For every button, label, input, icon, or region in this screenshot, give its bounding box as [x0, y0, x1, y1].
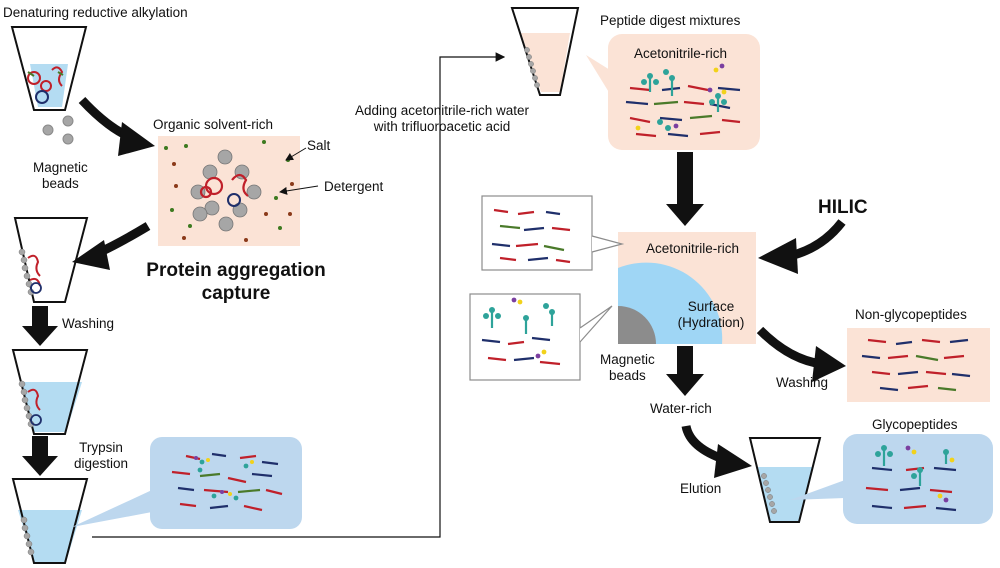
- non-glycopeptides-label: Non-glycopeptides: [855, 307, 967, 322]
- adding-line2: with trifluoroacetic acid: [373, 119, 511, 134]
- glycopeptides-label: Glycopeptides: [872, 417, 958, 432]
- surface-label: Surface (Hydration): [666, 299, 756, 331]
- glycopeptide-bubble: [790, 434, 993, 524]
- surface-line2: (Hydration): [677, 315, 745, 330]
- tube-2: [13, 217, 89, 303]
- transfer-arrow: [92, 52, 506, 538]
- down-arrow-trypsin: [22, 436, 58, 476]
- down-arrow-to-water: [666, 346, 704, 396]
- salt-pointer: [285, 147, 307, 161]
- magnetic-beads-left-label: Magnetic beads: [33, 160, 88, 191]
- hilic-label: HILIC: [818, 197, 868, 218]
- elution-tube: [748, 437, 822, 523]
- callout-peptides: [481, 195, 625, 271]
- trypsin-line1: Trypsin: [79, 440, 123, 455]
- magnetic-beads-right-label: Magnetic beads: [600, 352, 655, 383]
- elution-arrow: [681, 424, 752, 478]
- down-arrow-washing: [22, 306, 58, 346]
- surface-line1: Surface: [687, 299, 735, 314]
- adding-label: Adding acetonitrile-rich water with trif…: [342, 103, 542, 135]
- protein-capture-line1: Protein aggregation: [146, 260, 326, 281]
- callout-glycopeptides: [469, 293, 613, 381]
- elution-label: Elution: [680, 481, 722, 496]
- acetonitrile-rich-top-label: Acetonitrile-rich: [634, 46, 728, 61]
- hilic-arrow: [758, 219, 846, 274]
- peptide-bubble: [586, 34, 760, 150]
- tube-3: [11, 349, 89, 435]
- hilic-box: [618, 232, 756, 344]
- non-glycopeptide-box: [847, 328, 990, 402]
- protein-coils: [27, 66, 64, 92]
- tube-4: [11, 478, 89, 564]
- curved-arrow-to-tube-2: [72, 222, 151, 270]
- organic-solvent-label: Organic solvent-rich: [153, 117, 274, 132]
- salt-label: Salt: [307, 138, 331, 153]
- digest-bubble: [72, 437, 302, 529]
- curved-arrow-to-aggregation: [78, 96, 155, 156]
- protein-capture-line2: capture: [201, 283, 271, 304]
- peptide-tube: [510, 7, 580, 96]
- adding-line1: Adding acetonitrile-rich water: [354, 103, 530, 118]
- down-arrow-to-hilic: [666, 152, 704, 226]
- acetonitrile-rich-mid-label: Acetonitrile-rich: [646, 241, 740, 256]
- tube-1: [10, 26, 88, 111]
- denaturing-label: Denaturing reductive alkylation: [3, 5, 188, 20]
- peptide-digest-label: Peptide digest mixtures: [600, 13, 741, 28]
- washing-arrow-right: [756, 326, 846, 382]
- detergent-pointer: [279, 185, 319, 195]
- protein-aggregation-title: Protein aggregation capture: [126, 259, 346, 305]
- aggregation-box: [158, 136, 300, 246]
- washing-left-label: Washing: [62, 316, 115, 331]
- trypsin-line2: digestion: [73, 456, 129, 471]
- magnetic-beads: [42, 115, 74, 145]
- water-rich-label: Water-rich: [650, 401, 712, 416]
- washing-right-label: Washing: [776, 375, 829, 390]
- trypsin-label: Trypsin digestion: [66, 440, 136, 472]
- detergent-label: Detergent: [324, 179, 384, 194]
